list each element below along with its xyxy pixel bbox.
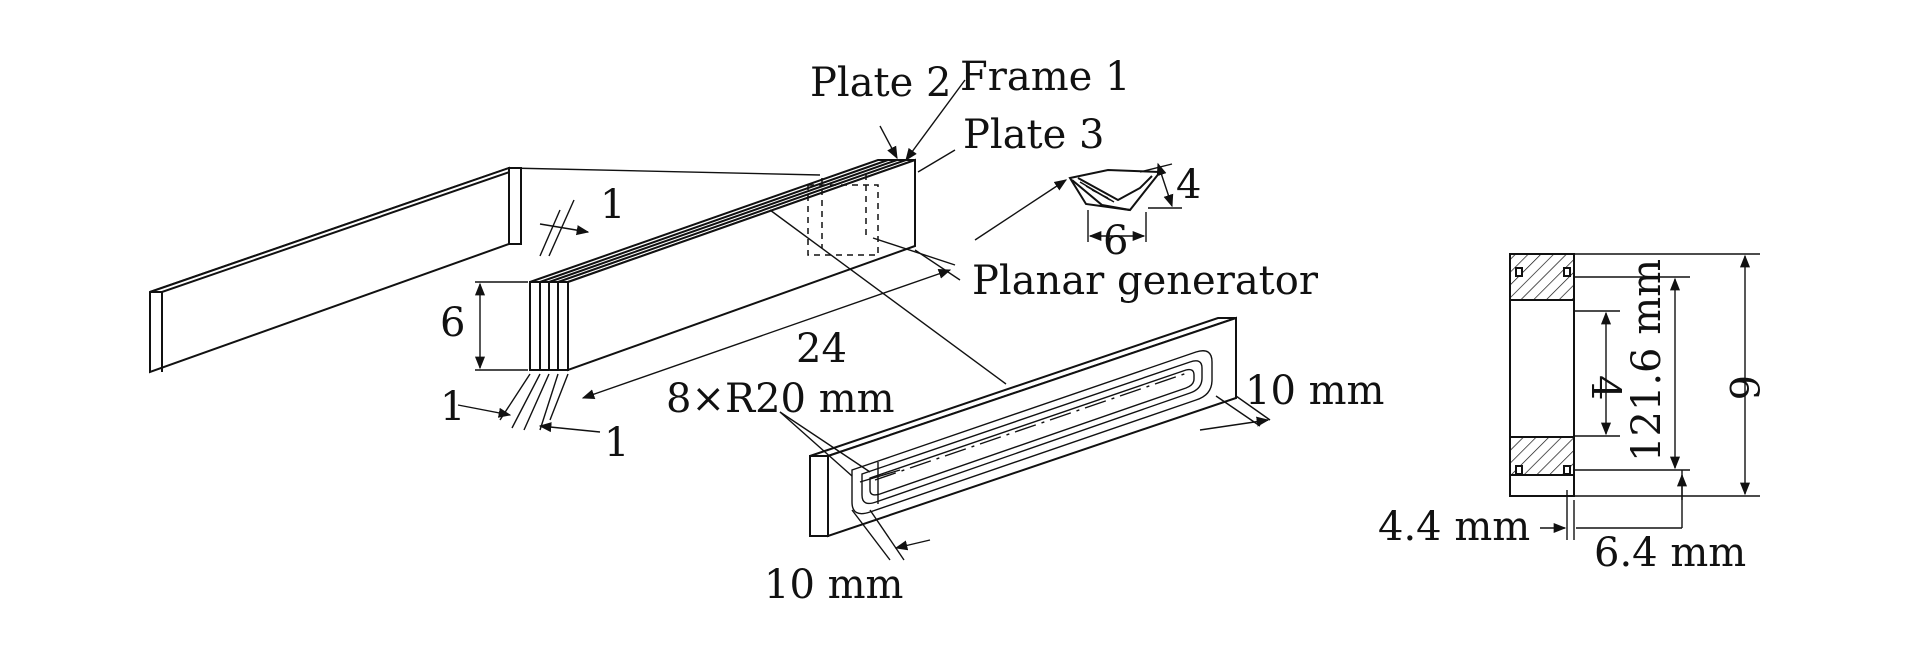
dim-6-left: 6 (440, 300, 465, 346)
sec-dim-6-4: 6.4 mm (1594, 530, 1746, 576)
label-plate-2: Plate 2 (810, 60, 951, 106)
loose-plate (149, 166, 522, 374)
gen-dim-4: 4 (1176, 162, 1201, 208)
dimension-lines (457, 79, 1271, 561)
dim-10mm-bottom: 10 mm (764, 562, 903, 608)
dim-1-bottom-right: 1 (604, 420, 629, 466)
label-planar-generator: Planar generator (972, 258, 1319, 304)
dim-10mm-right: 10 mm (1245, 368, 1384, 414)
dim-1-top: 1 (600, 182, 625, 228)
frame-1 (809, 316, 1237, 538)
cross-section (1509, 253, 1760, 540)
sec-dim-4-4: 4.4 mm (1378, 504, 1530, 550)
plate-stack (529, 158, 916, 372)
dim-24: 24 (796, 326, 847, 372)
sec-dim-6: 6 (1720, 375, 1766, 400)
generator-detail (974, 162, 1182, 242)
radius-note: 8×R20 mm (666, 376, 895, 422)
gen-dim-6: 6 (1103, 218, 1128, 264)
sec-dim-121-6: 121.6 mm (1624, 259, 1670, 462)
sec-dim-4: 4 (1582, 375, 1628, 400)
dim-1-bottom-left: 1 (440, 384, 465, 430)
label-plate-3: Plate 3 (963, 112, 1104, 158)
label-frame-1: Frame 1 (960, 54, 1131, 100)
planar-generator-hidden (807, 184, 879, 256)
